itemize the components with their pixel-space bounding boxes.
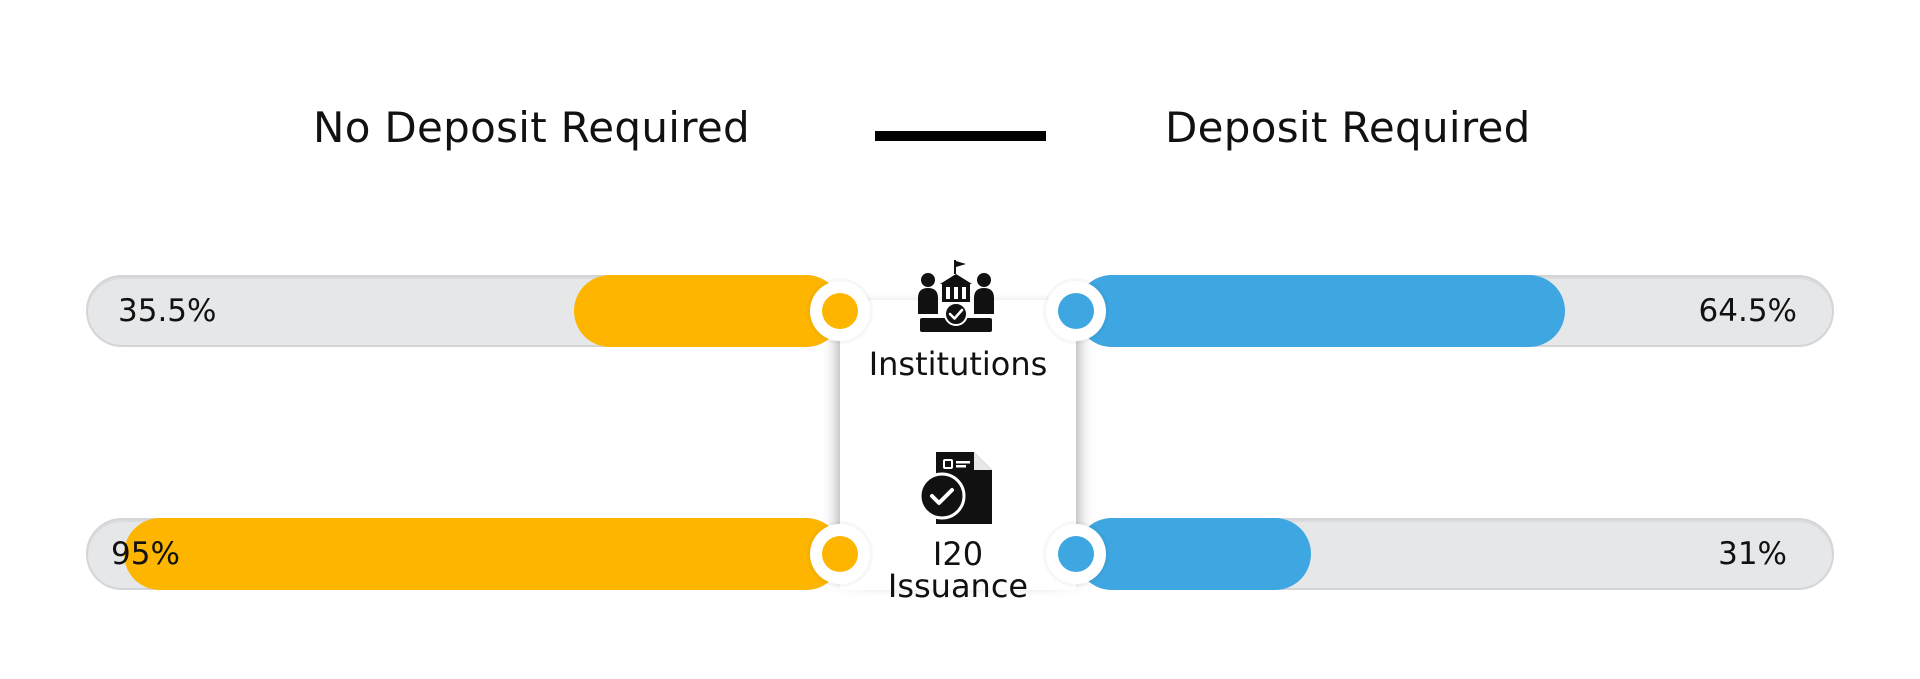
value-label-left-institutions: 35.5% [118,293,217,329]
knob-dot-right-i20-issuance [1058,536,1094,572]
knob-right-i20-issuance [1046,524,1106,584]
knob-left-institutions [810,281,870,341]
institution-icon [918,260,994,332]
knob-right-institutions [1046,281,1106,341]
no-deposit-required-header: No Deposit Required [313,103,750,152]
value-label-right-i20-issuance: 31% [1718,536,1787,572]
document-check-icon [918,452,992,524]
deposit-required-header: Deposit Required [1165,103,1531,152]
header-divider [875,131,1046,141]
knob-dot-left-i20-issuance [822,536,858,572]
track-right-i20-issuance [1076,518,1834,590]
bar-right-i20-issuance [1076,518,1311,590]
category-label-institutions: Institutions [868,345,1048,383]
track-left-institutions [86,275,842,347]
category-label-i20-issuance: I20 Issuance [887,535,1029,605]
bar-right-institutions [1076,275,1565,347]
track-right-institutions [1076,275,1834,347]
value-label-right-institutions: 64.5% [1698,293,1797,329]
track-left-i20-issuance [86,518,842,590]
value-label-left-i20-issuance: 95% [111,536,180,572]
bar-left-i20-issuance [123,518,842,590]
bar-left-institutions [573,275,842,347]
center-category-panel [840,300,1076,590]
knob-dot-right-institutions [1058,293,1094,329]
knob-dot-left-institutions [822,293,858,329]
knob-left-i20-issuance [810,524,870,584]
